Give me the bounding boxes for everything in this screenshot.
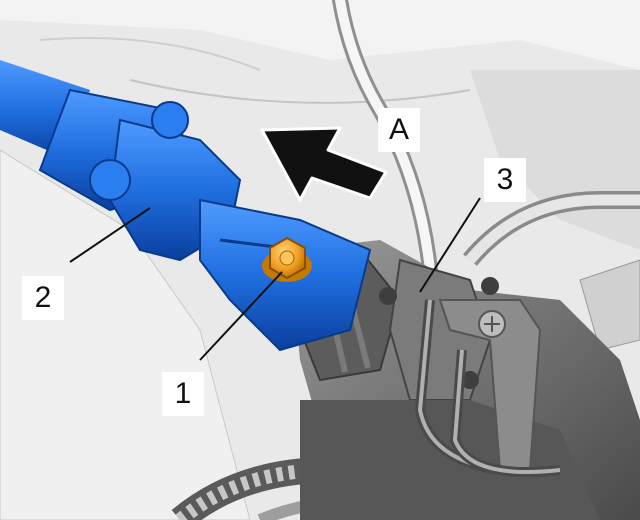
callout-1: 1 (162, 372, 204, 416)
callout-3: 3 (484, 158, 526, 202)
clip-rod-highlight (452, 349, 561, 474)
right-bracket (579, 259, 640, 351)
background-contour (129, 79, 471, 104)
direction-arrow (260, 126, 388, 202)
right-tube-highlight (465, 194, 640, 264)
leader-line-1 (199, 271, 283, 361)
bracket-screw-slot (484, 316, 500, 332)
background-contour (39, 37, 261, 71)
callout-2: 2 (22, 276, 64, 320)
background-panel-left (0, 149, 251, 520)
joint-pin (89, 159, 131, 201)
housing-bolt-hole (481, 277, 499, 295)
bolt-center (279, 250, 295, 266)
leader-line-3 (419, 197, 481, 293)
leader-line-2 (69, 207, 151, 263)
housing-bolt-hole (461, 371, 479, 389)
joint-pin (151, 101, 189, 139)
background-panel-top (0, 0, 640, 70)
callout-a: A (378, 108, 420, 152)
housing-bolt-hole (379, 287, 397, 305)
